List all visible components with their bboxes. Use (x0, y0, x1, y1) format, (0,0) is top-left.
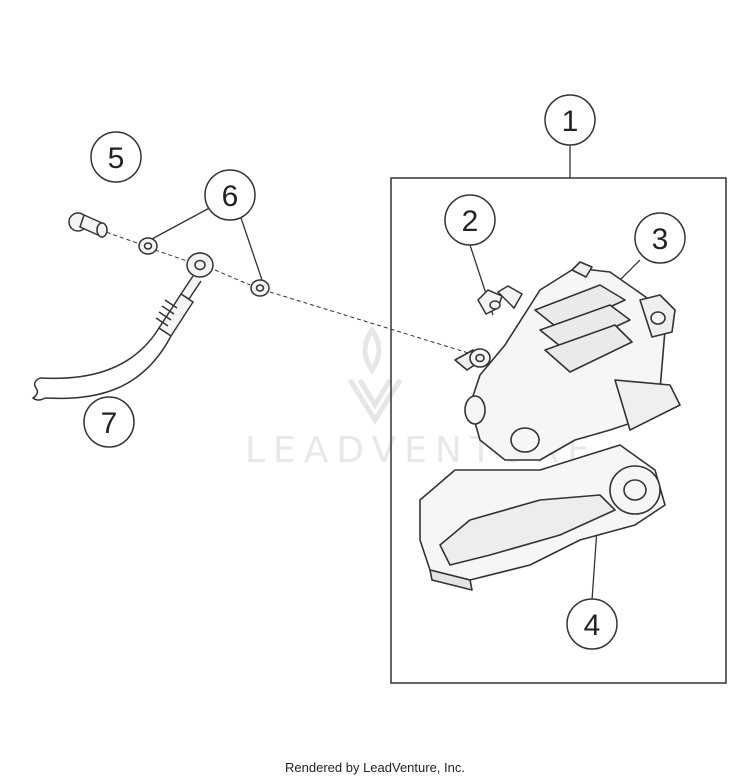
assembly-frame (390, 177, 727, 684)
callout-3-label: 3 (652, 223, 669, 256)
brake-line (31, 252, 214, 401)
callout-3: 3 (634, 212, 686, 264)
washers (138, 237, 270, 297)
callout-7: 7 (83, 396, 135, 448)
caliper-support (419, 444, 666, 591)
bleeder-screw (477, 285, 524, 315)
callout-5-label: 5 (108, 142, 125, 175)
callout-1-label: 1 (562, 105, 579, 138)
callout-7-label: 7 (101, 407, 118, 440)
callout-1: 1 (544, 94, 596, 146)
callout-6-label: 6 (222, 180, 239, 213)
banjo-bolt (68, 212, 108, 238)
callout-6: 6 (204, 169, 256, 221)
callout-4-label: 4 (584, 609, 601, 642)
brake-caliper (454, 261, 681, 461)
callout-2: 2 (444, 194, 496, 246)
callout-5: 5 (90, 131, 142, 183)
callout-2-label: 2 (462, 205, 479, 238)
footer-credit: Rendered by LeadVenture, Inc. (285, 760, 465, 775)
watermark-logo-icon (347, 325, 403, 425)
callout-4: 4 (566, 598, 618, 650)
